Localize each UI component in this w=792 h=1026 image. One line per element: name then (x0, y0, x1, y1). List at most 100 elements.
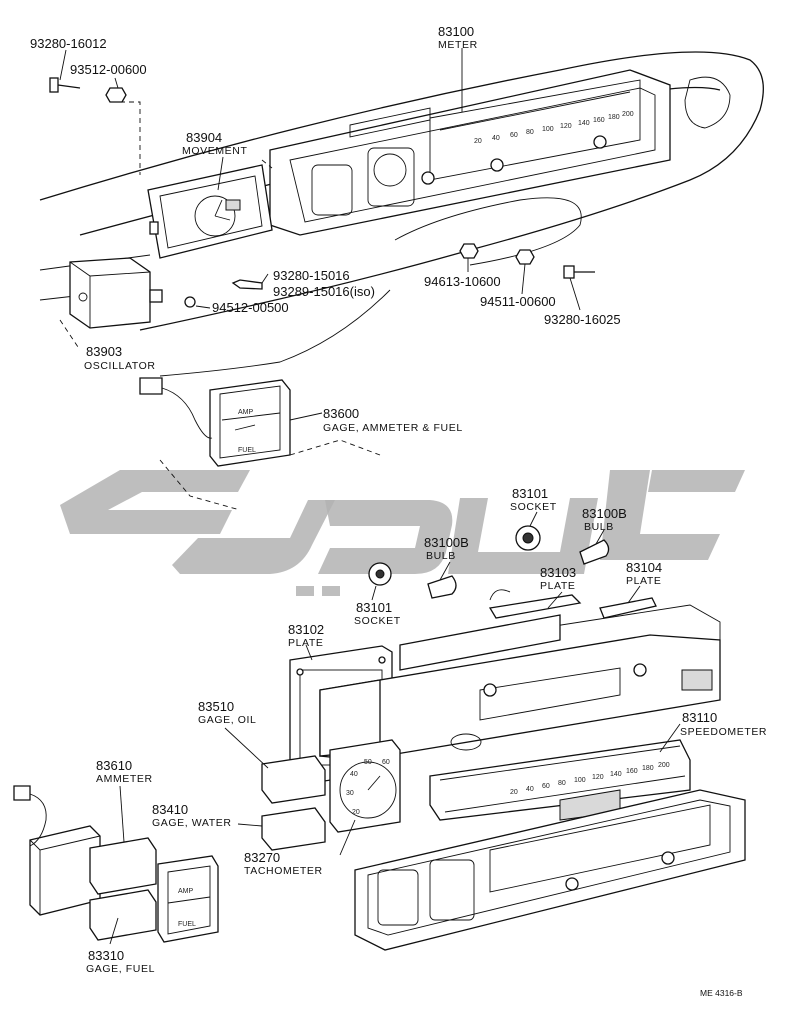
callout-oscillator: 83903 OSCILLATOR (84, 344, 156, 372)
speedo-tick: 160 (626, 768, 638, 775)
gage-ammeter-fuel (139, 377, 291, 467)
tach-tick: 50 (364, 759, 372, 766)
speedo-tick: 40 (526, 786, 534, 793)
callout-plate-83103: 83103 PLATE (540, 565, 576, 592)
part-number: 83100B (582, 506, 627, 521)
callout-speedometer: 83110 SPEEDOMETER (680, 710, 767, 738)
part-name: BULB (426, 550, 456, 562)
part-number: 83103 (540, 565, 576, 580)
part-name: PLATE (288, 637, 323, 649)
amp-face-label: AMP (238, 409, 254, 416)
tach-tick: 60 (382, 759, 390, 766)
speedo-tick: 140 (578, 120, 590, 127)
part-name: GAGE, OIL (198, 714, 257, 726)
part-name: METER (438, 39, 478, 51)
part-number: 83904 (186, 130, 222, 145)
speedo-scale-upper: 20 40 60 80 100 120 140 160 180 200 (474, 111, 634, 145)
watermark-logo (60, 470, 745, 596)
part-name: SOCKET (354, 615, 401, 627)
tachometer (329, 739, 401, 833)
callout-gage-water: 83410 GAGE, WATER (152, 802, 232, 829)
part-number: 93512-00600 (70, 62, 147, 77)
part-number: 83102 (288, 622, 324, 637)
part-number: 83270 (244, 850, 280, 865)
callout-tachometer: 83270 TACHOMETER (244, 850, 323, 877)
amp-face-label: AMP (178, 888, 194, 895)
part-name: GAGE, WATER (152, 817, 232, 829)
part-number: 83101 (512, 486, 548, 501)
callout-socket-left: 83101 SOCKET (354, 600, 401, 627)
part-name: PLATE (626, 575, 661, 587)
callout-plate-83104: 83104 PLATE (626, 560, 662, 587)
fuel-face-label: FUEL (178, 921, 196, 928)
part-number: 94511-00600 (480, 294, 556, 309)
tach-tick: 30 (346, 790, 354, 797)
meter-case (319, 604, 721, 761)
speedo-tick: 200 (658, 762, 670, 769)
part-number: 83510 (198, 699, 234, 714)
figure-code: ME 4316-B (700, 988, 743, 998)
part-number: 93280-15016 (273, 268, 350, 283)
front-bezel (354, 789, 746, 951)
oscillator-box (69, 257, 196, 329)
part-number: 83100B (424, 535, 469, 550)
part-name: SPEEDOMETER (680, 726, 767, 738)
speedo-tick: 80 (558, 780, 566, 787)
part-number: 94512-00500 (212, 300, 289, 315)
speedo-tick: 60 (542, 783, 550, 790)
part-number: 93289-15016(iso) (273, 284, 375, 299)
speedo-scale-lower: 20 40 60 80 100 120 140 160 180 200 (510, 762, 670, 796)
speedo-tick: 20 (474, 138, 482, 145)
part-number: 83310 (88, 948, 124, 963)
speedo-tick: 120 (592, 774, 604, 781)
callout-ammeter: 83610 AMMETER (96, 758, 152, 785)
speedo-tick: 80 (526, 129, 534, 136)
callout-bulb-left: 83100B BULB (424, 535, 469, 562)
speedo-tick: 160 (593, 117, 605, 124)
callout-plate-83102: 83102 PLATE (288, 622, 324, 649)
part-name: GAGE, FUEL (86, 963, 155, 975)
speedo-tick: 180 (608, 114, 620, 121)
part-number: 83101 (356, 600, 392, 615)
speedo-tick: 180 (642, 765, 654, 772)
callout-gage-ammeter-fuel: 83600 GAGE, AMMETER & FUEL (323, 406, 463, 434)
part-number: 83410 (152, 802, 188, 817)
part-name: BULB (584, 521, 614, 533)
part-name: TACHOMETER (244, 865, 323, 877)
speedo-tick: 40 (492, 135, 500, 142)
part-number: 93280-16025 (544, 312, 621, 327)
part-number: 83104 (626, 560, 662, 575)
upper-leaders (59, 48, 581, 511)
part-name: SOCKET (510, 501, 557, 513)
callout-meter: 83100 METER (438, 24, 478, 51)
clock-movement (147, 164, 273, 259)
speedo-tick: 200 (622, 111, 634, 118)
callout-gage-fuel: 83310 GAGE, FUEL (86, 948, 155, 975)
speedo-tick: 60 (510, 132, 518, 139)
gage-oil-water (261, 755, 326, 851)
speedo-tick: 120 (560, 123, 572, 130)
speedo-tick: 20 (510, 789, 518, 796)
part-number: 94613-10600 (424, 274, 501, 289)
part-number: 83100 (438, 24, 474, 39)
upper-fasteners (49, 77, 595, 290)
part-number: 83110 (682, 710, 717, 725)
part-name: OSCILLATOR (84, 360, 156, 372)
part-number: 83600 (323, 406, 359, 421)
sockets-bulbs (368, 525, 610, 599)
ammeter-fuel-gages (13, 785, 219, 943)
callout-movement: 83904 MOVEMENT (182, 130, 247, 157)
callout-socket-upper: 83101 SOCKET (510, 486, 557, 513)
part-number: 93280-16012 (30, 36, 107, 51)
tach-tick: 20 (352, 809, 360, 816)
part-name: GAGE, AMMETER & FUEL (323, 422, 463, 434)
fuel-face-label: FUEL (238, 447, 256, 454)
lower-leaders (109, 511, 681, 945)
speedo-tick: 100 (542, 126, 554, 133)
callout-gage-oil: 83510 GAGE, OIL (198, 699, 257, 726)
callout-bulb-right: 83100B BULB (582, 506, 627, 533)
part-name: PLATE (540, 580, 575, 592)
speedo-tick: 100 (574, 777, 586, 784)
speedo-tick: 140 (610, 771, 622, 778)
